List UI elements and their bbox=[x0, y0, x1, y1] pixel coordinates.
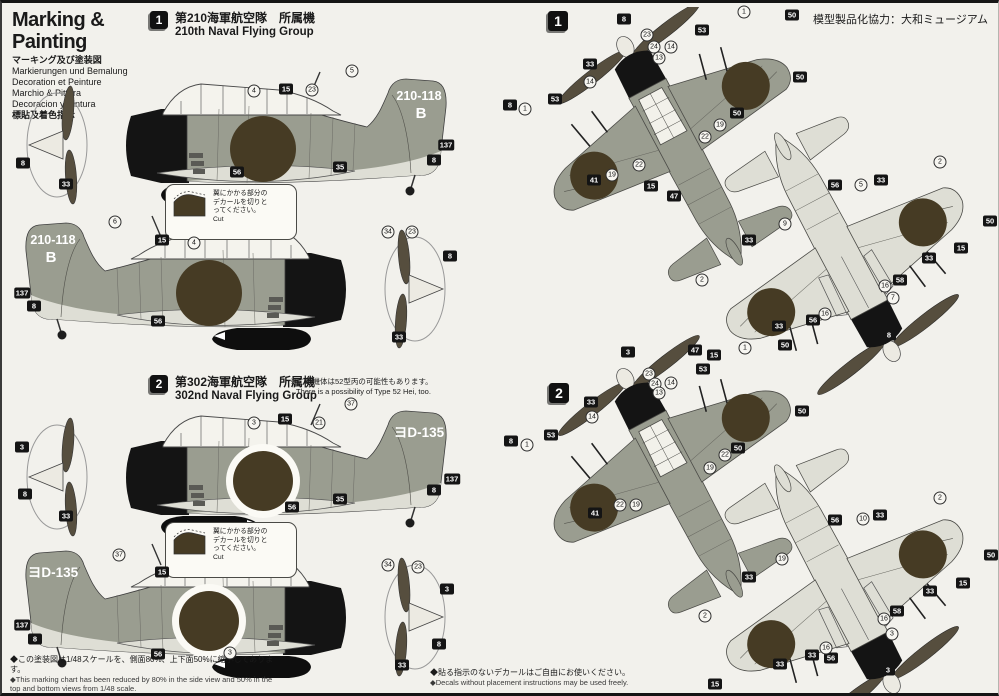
tail-code-text: 210-118 bbox=[396, 89, 441, 103]
section-2-number-badge: 2 bbox=[150, 375, 168, 393]
subtitle-line: Decoration et Peinture bbox=[12, 77, 102, 87]
credit-text: 模型製品化協力：大和ミュージアム bbox=[812, 14, 988, 26]
section-2-title-en: 302nd Naval Flying Group bbox=[175, 390, 317, 402]
wing-roundel bbox=[721, 393, 770, 442]
footnote-right-en: ◆Decals without placement instructions m… bbox=[430, 678, 629, 687]
fuselage-roundel bbox=[176, 260, 242, 326]
side-view-210-118-starboard: 210-118 B bbox=[25, 215, 446, 351]
top-and-bottom-views bbox=[501, 7, 998, 693]
subtitle-line: Marchio & Pittura bbox=[12, 88, 82, 98]
section-1-header: 1 第210海軍航空隊 所属機 210th Naval Flying Group bbox=[150, 11, 315, 39]
section-2-title-jp: 第302海軍航空隊 所属機 bbox=[175, 375, 316, 389]
tail-code-text: 210-118 bbox=[30, 233, 75, 247]
decal-piece-icon bbox=[173, 191, 206, 217]
right-section-1-badge: 1 bbox=[548, 11, 568, 31]
decal-cut-note-2: 翼にかかる部分の デカールを切りと ってください。 Cut bbox=[165, 522, 297, 578]
section-2-note: ※この機体は52型丙の可能性もあります。 There is a possibil… bbox=[290, 377, 433, 396]
subtitle-line: マーキング及び塗装図 bbox=[12, 55, 102, 65]
footnote-left-en: ◆This marking chart has been reduced by … bbox=[10, 675, 273, 693]
page-title: Marking & Painting bbox=[12, 9, 105, 53]
cut-note-text: 翼にかかる部分の デカールを切りと ってください。 Cut bbox=[213, 190, 268, 223]
section-1-titles: 第210海軍航空隊 所属機 210th Naval Flying Group bbox=[175, 11, 315, 39]
section-1-number-badge: 1 bbox=[150, 11, 168, 29]
bottom-view-2 bbox=[657, 401, 998, 693]
footnote-right-jp: ◆貼る指示のないデカールはご自由にお使いください。 bbox=[430, 668, 630, 677]
section-1-title-jp: 第210海軍航空隊 所属機 bbox=[175, 11, 316, 25]
cut-note-text: 翼にかかる部分の デカールを切りと ってください。 Cut bbox=[213, 528, 268, 561]
footnote-left-jp: ◆この塗装図は1/48スケールを、側面80%、上下面50%に縮小してあります。 bbox=[10, 655, 274, 674]
footnote-left: ◆この塗装図は1/48スケールを、側面80%、上下面50%に縮小してあります。 … bbox=[10, 655, 276, 693]
subtitle-line: Markierungen und Bemalung bbox=[12, 66, 128, 76]
section-2-titles: 第302海軍航空隊 所属機 302nd Naval Flying Group bbox=[175, 375, 317, 403]
tail-code-letter: B bbox=[46, 249, 57, 266]
decal-piece-icon bbox=[173, 529, 206, 555]
footnote-right: ◆貼る指示のないデカールはご自由にお使いください。 ◆Decals withou… bbox=[430, 668, 740, 687]
section-1-title-en: 210th Naval Flying Group bbox=[175, 26, 314, 38]
side-view-210-118-port: 210-118 B bbox=[26, 71, 447, 207]
tail-code-text: ヨD-135 bbox=[28, 565, 79, 580]
wing-roundel bbox=[721, 61, 770, 110]
wing-roundel bbox=[898, 198, 947, 247]
fuselage-roundel bbox=[233, 451, 293, 511]
section-2-header: 2 第302海軍航空隊 所属機 302nd Naval Flying Group bbox=[150, 375, 317, 403]
section-2-note-en: There is a possibility of Type 52 Hei, t… bbox=[296, 386, 431, 396]
title-translations: マーキング及び塗装図 Markierungen und Bemalung Dec… bbox=[12, 55, 162, 121]
subtitle-line: Decoracion y Pintura bbox=[12, 99, 96, 109]
right-section-2-badge: 2 bbox=[549, 383, 569, 403]
section-2-note-jp: ※この機体は52型丙の可能性もあります。 bbox=[290, 377, 433, 386]
side-view-yod135-port: ヨD-135 bbox=[26, 403, 447, 539]
wing-roundel bbox=[747, 620, 796, 669]
fuselage-roundel bbox=[230, 116, 296, 182]
wing-roundel bbox=[898, 530, 947, 579]
decal-cut-note-1: 翼にかかる部分の デカールを切りと ってください。 Cut bbox=[165, 184, 297, 240]
fuselage-roundel bbox=[179, 591, 239, 651]
title-block: Marking & Painting マーキング及び塗装図 Markierung… bbox=[12, 9, 162, 121]
subtitle-line: 標貼及着色指示 bbox=[12, 110, 76, 120]
tail-code-letter: B bbox=[416, 105, 427, 122]
side-view-yod135-starboard: ヨD-135 bbox=[25, 543, 446, 679]
tail-code-text: ヨD-135 bbox=[394, 425, 445, 440]
